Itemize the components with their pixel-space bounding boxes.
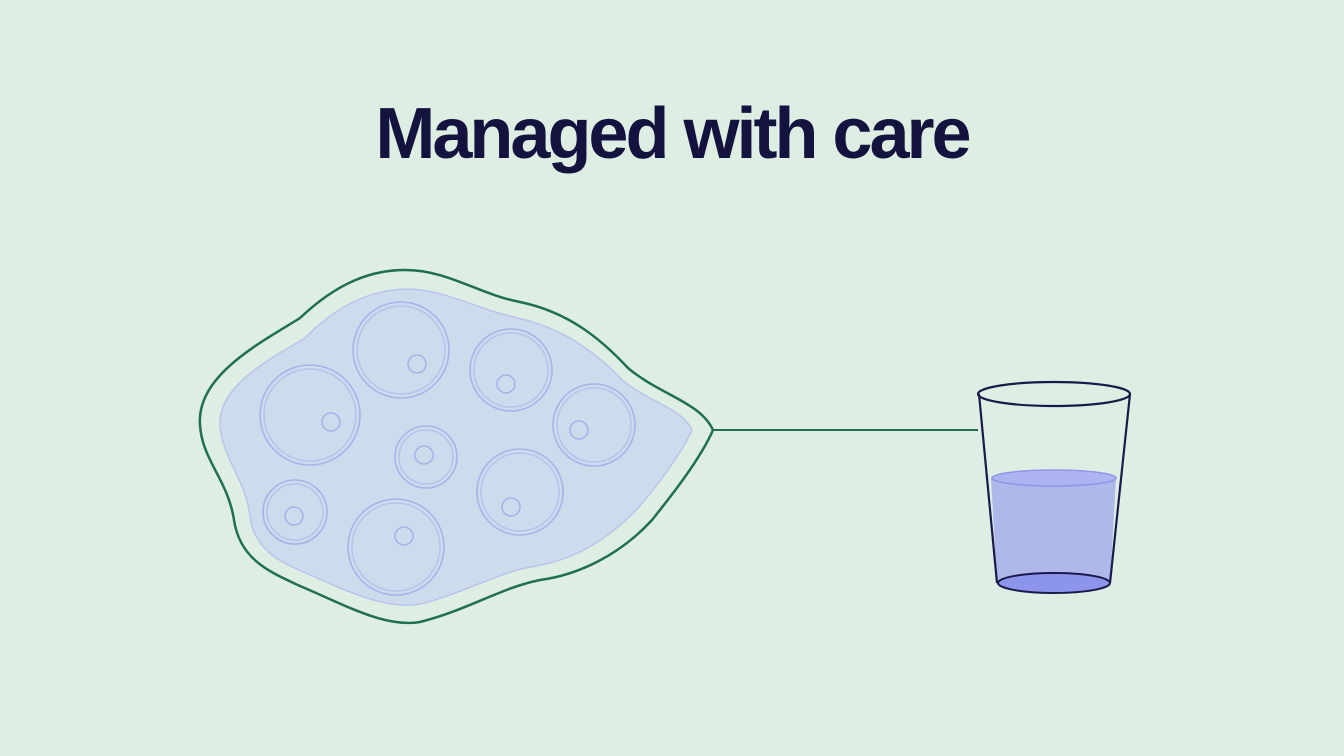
follicle-cell <box>347 498 445 596</box>
follicle-cell <box>262 479 328 545</box>
water-surface <box>991 469 1117 487</box>
glass-outline <box>977 393 1132 584</box>
glass-of-water-icon <box>976 380 1132 594</box>
membrane-outline <box>198 268 715 625</box>
follicle-cell <box>259 364 361 466</box>
follicle-cell <box>469 328 553 412</box>
follicle-cells <box>259 301 636 596</box>
follicle-cell <box>552 383 636 467</box>
glass-rim <box>976 380 1132 408</box>
page-title: Managed with care <box>375 94 971 174</box>
water-fill <box>991 478 1116 584</box>
follicle-cell <box>394 425 458 489</box>
follicle-cell <box>476 448 564 536</box>
glass-base <box>997 572 1111 594</box>
follicle-cell <box>352 301 450 399</box>
